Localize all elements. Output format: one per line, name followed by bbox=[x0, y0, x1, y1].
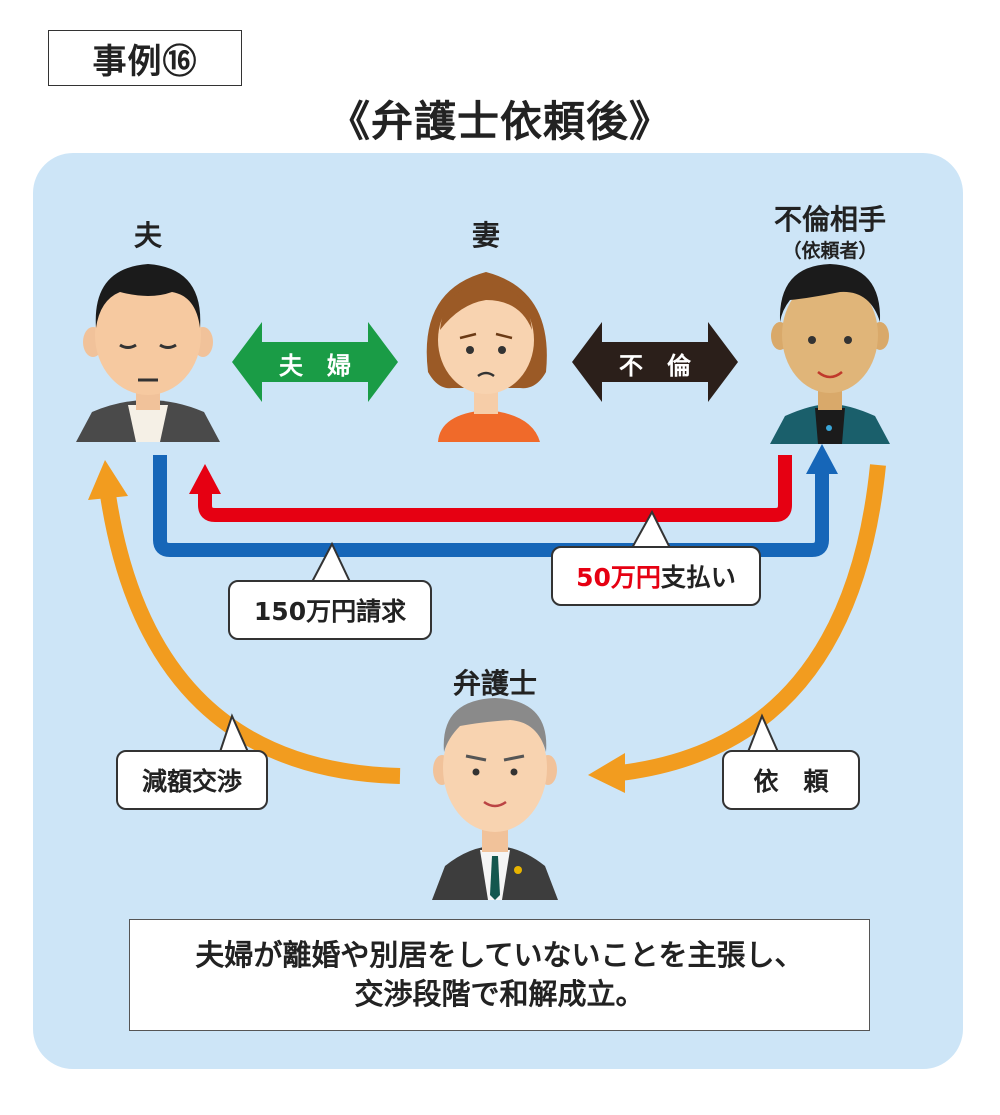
conclusion-line-1: 夫婦が離婚や別居をしていないことを主張し、 bbox=[195, 937, 804, 972]
case-number-label: 事例⑯ bbox=[48, 30, 242, 86]
request-bubble: 依 頼 bbox=[722, 750, 860, 810]
conclusion-line-2: 交渉段階で和解成立。 bbox=[354, 977, 645, 1011]
couple-double-arrow bbox=[232, 322, 398, 402]
negotiation-orange-arrow bbox=[100, 493, 401, 784]
affair-double-arrow bbox=[572, 322, 738, 402]
wife-label: 妻 bbox=[471, 219, 500, 252]
negotiation-arrowhead bbox=[88, 460, 128, 500]
negotiation-bubble-text: 減額交渉 bbox=[141, 767, 242, 796]
claim-blue-arrow bbox=[153, 455, 829, 557]
page-title: 《弁護士依頼後》 bbox=[327, 97, 672, 146]
payment-amount-text: 50万円 bbox=[576, 563, 661, 592]
couple-arrow-label: 夫 婦 bbox=[279, 352, 351, 380]
payment-bubble-text: 支払い bbox=[660, 563, 736, 592]
affair-partner-illustration bbox=[770, 264, 890, 444]
request-bubble-text: 依 頼 bbox=[753, 767, 829, 796]
claim-arrowhead bbox=[806, 444, 838, 474]
husband-illustration bbox=[76, 264, 220, 442]
claim-bubble-text: 150万円請求 bbox=[253, 597, 407, 626]
request-arrowhead bbox=[588, 753, 625, 793]
affair-partner-sublabel: （依頼者） bbox=[782, 240, 878, 262]
payment-bubble: 50万円支払い bbox=[551, 546, 761, 606]
lawyer-label: 弁護士 bbox=[452, 667, 537, 700]
affair-arrow-label: 不 倫 bbox=[619, 352, 691, 380]
lawyer-illustration bbox=[432, 698, 558, 900]
payment-arrowhead bbox=[189, 464, 221, 494]
negotiation-bubble: 減額交渉 bbox=[116, 750, 268, 810]
husband-label: 夫 bbox=[133, 219, 162, 252]
request-orange-arrow bbox=[619, 464, 886, 781]
affair-partner-label: 不倫相手 bbox=[773, 203, 886, 236]
wife-illustration bbox=[426, 272, 547, 442]
claim-bubble: 150万円請求 bbox=[228, 580, 432, 640]
conclusion-box: 夫婦が離婚や別居をしていないことを主張し、 交渉段階で和解成立。 bbox=[129, 919, 870, 1031]
payment-red-arrow bbox=[198, 455, 792, 522]
